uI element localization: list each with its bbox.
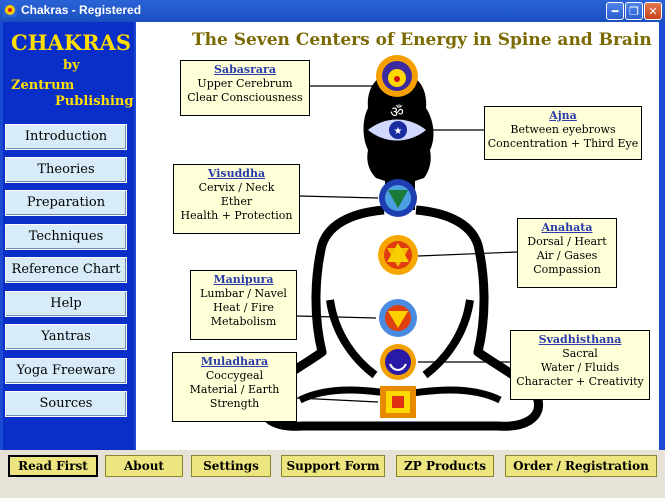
- brand-publisher-1: Zentrum: [11, 78, 75, 93]
- body-outline: [256, 205, 544, 431]
- title-bar: Chakras - Registered ━ ❐ ✕: [0, 0, 665, 22]
- nav-introduction[interactable]: Introduction: [5, 124, 127, 150]
- nav-sources[interactable]: Sources: [5, 391, 127, 417]
- order-registration-button[interactable]: Order / Registration: [505, 455, 657, 477]
- chakra-name[interactable]: Visuddha: [207, 167, 266, 180]
- info-sahasrara: Sabasrara Upper Cerebrum Clear Conscious…: [180, 60, 310, 116]
- chakra-detail: Cervix / Neck: [198, 181, 275, 194]
- zp-products-button[interactable]: ZP Products: [396, 455, 494, 477]
- nav-reference-chart[interactable]: Reference Chart: [5, 257, 127, 283]
- chakra-detail: Clear Consciousness: [187, 91, 303, 104]
- nav-help[interactable]: Help: [5, 291, 127, 317]
- ajna-symbol: ★: [368, 119, 426, 141]
- chakra-detail: Upper Cerebrum: [197, 77, 293, 90]
- minimize-icon: ━: [611, 5, 619, 18]
- chakra-detail: Material / Earth: [189, 383, 280, 396]
- app-icon: [3, 3, 17, 17]
- nav-yoga-freeware[interactable]: Yoga Freeware: [5, 358, 127, 384]
- chakra-detail: Health + Protection: [180, 209, 293, 222]
- support-form-button[interactable]: Support Form: [281, 455, 385, 477]
- chakra-name[interactable]: Anahata: [541, 221, 593, 234]
- svadhisthana-symbol: [380, 344, 416, 380]
- chakra-figure: ॐ ★: [256, 55, 544, 431]
- page-title: The Seven Centers of Energy in Spine and…: [192, 30, 652, 50]
- chakra-detail: Heat / Fire: [213, 301, 274, 314]
- sahasrara-symbol: [376, 55, 418, 97]
- nav-yantras[interactable]: Yantras: [5, 324, 127, 350]
- about-button[interactable]: About: [105, 455, 183, 477]
- chakra-detail: Strength: [209, 397, 260, 410]
- window-title: Chakras - Registered: [21, 3, 142, 17]
- chakra-name[interactable]: Sabasrara: [214, 63, 276, 76]
- info-anahata: Anahata Dorsal / Heart Air / Gases Compa…: [517, 218, 617, 288]
- chakra-name[interactable]: Svadhisthana: [538, 333, 622, 346]
- chakra-detail: Water / Fluids: [540, 361, 620, 374]
- info-ajna: Ajna Between eyebrows Concentration + Th…: [484, 106, 642, 160]
- arm-left: [326, 299, 378, 379]
- info-visuddha: Visuddha Cervix / Neck Ether Health + Pr…: [173, 164, 300, 234]
- chakra-detail: Between eyebrows: [510, 123, 616, 136]
- brand-title: CHAKRAS: [11, 30, 132, 55]
- chakra-detail: Metabolism: [210, 315, 277, 328]
- close-icon: ✕: [648, 5, 658, 18]
- info-muladhara: Muladhara Coccygeal Material / Earth Str…: [172, 352, 297, 422]
- info-svadhisthana: Svadhisthana Sacral Water / Fluids Chara…: [510, 330, 650, 400]
- chakra-detail: Air / Gases: [536, 249, 598, 262]
- nav-theories[interactable]: Theories: [5, 157, 127, 183]
- leader-lines: [296, 85, 518, 403]
- close-button[interactable]: ✕: [644, 2, 662, 20]
- chakra-detail: Coccygeal: [205, 369, 264, 382]
- svg-text:★: ★: [394, 126, 403, 137]
- arm-right: [422, 299, 474, 379]
- settings-button[interactable]: Settings: [191, 455, 271, 477]
- brand-by: by: [63, 58, 80, 73]
- read-first-button[interactable]: Read First: [8, 455, 98, 477]
- maximize-button[interactable]: ❐: [625, 2, 643, 20]
- chakra-detail: Compassion: [533, 263, 601, 276]
- chakra-name[interactable]: Ajna: [549, 109, 577, 122]
- chakra-detail: Dorsal / Heart: [527, 235, 607, 248]
- chakra-detail: Ether: [220, 195, 253, 208]
- chakra-name[interactable]: Manipura: [213, 273, 274, 286]
- nav-preparation[interactable]: Preparation: [5, 190, 127, 216]
- info-manipura: Manipura Lumbar / Navel Heat / Fire Meta…: [190, 270, 297, 340]
- muladhara-symbol: [380, 386, 416, 418]
- om-icon: ॐ: [390, 103, 404, 121]
- anahata-symbol: [378, 235, 418, 275]
- chakra-name[interactable]: Muladhara: [200, 355, 269, 368]
- minimize-button[interactable]: ━: [606, 2, 624, 20]
- visuddha-symbol: [379, 179, 417, 217]
- chakra-detail: Lumbar / Navel: [200, 287, 287, 300]
- manipura-symbol: [379, 299, 417, 337]
- brand-publisher-2: Publishing: [55, 94, 134, 109]
- nav-techniques[interactable]: Techniques: [5, 224, 127, 250]
- restore-icon: ❐: [629, 5, 639, 18]
- chakra-detail: Concentration + Third Eye: [487, 137, 639, 150]
- chakra-detail: Sacral: [562, 347, 598, 360]
- chakra-detail: Character + Creativity: [516, 375, 644, 388]
